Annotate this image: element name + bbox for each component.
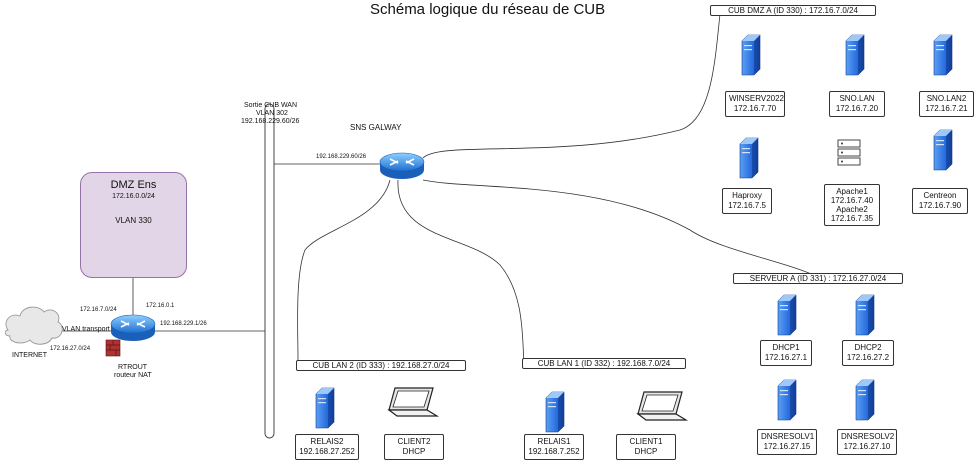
dmz-ens-vlan: VLAN 330 <box>115 216 152 225</box>
segment-cub-lan1: CUB LAN 1 (ID 332) : 192.168.7.0/24 <box>522 358 686 369</box>
host-label-relais2: RELAIS2 192.168.27.252 <box>295 434 359 460</box>
rtrout-ip-wan: 192.168.229.1/26 <box>160 321 207 327</box>
wan-bus <box>264 103 275 439</box>
link-sns-lan1 <box>397 179 525 363</box>
server-icon-dhcp1 <box>777 294 797 336</box>
host-label-client2: CLIENT2 DHCP <box>384 434 444 460</box>
sns-galway-ip: 192.168.229.60/26 <box>316 154 367 160</box>
rtrout-name: RTROUT <box>118 364 148 371</box>
server-icon-dnsresolv1 <box>777 379 797 421</box>
dmz-ens-name: DMZ Ens <box>110 179 157 191</box>
host-label-client1: CLIENT1 DHCP <box>616 434 676 460</box>
host-label-dhcp2: DHCP2 172.16.27.2 <box>842 340 894 366</box>
segment-cub-dmz-a: CUB DMZ A (ID 330) : 172.16.7.0/24 <box>710 5 876 16</box>
sns-galway-router-icon <box>379 152 425 180</box>
server-icon-relais1 <box>545 391 565 433</box>
internet-cloud-icon <box>4 306 63 345</box>
host-label-relais1: RELAIS1 192.168.7.252 <box>524 434 584 460</box>
wan-label-line1: Sortie CUB WAN <box>244 102 298 109</box>
rack-server-icon <box>837 139 861 166</box>
firewall-icon <box>105 339 121 357</box>
server-icon-dnsresolv2 <box>855 379 875 421</box>
host-label-sno-lan: SNO.LAN 172.16.7.20 <box>829 91 885 117</box>
host-label-winserv2022: WINSERV2022 172.16.7.70 <box>725 91 785 117</box>
segment-serveur-a: SERVEUR A (ID 331) : 172.16.27.0/24 <box>733 273 903 284</box>
server-icon-winserv2022 <box>741 34 761 76</box>
server-icon-relais2 <box>315 387 335 429</box>
dmz-ens-subnet: 172.16.0.0/24 <box>112 193 155 200</box>
host-label-haproxy: Haproxy 172.16.7.5 <box>722 188 772 214</box>
dmz-ens-zone: DMZ Ens 172.16.0.0/24 VLAN 330 <box>80 172 187 278</box>
internet-label: INTERNET <box>12 352 47 359</box>
host-label-apache: Apache1 172.16.7.40 Apache2 172.16.7.35 <box>824 184 880 226</box>
wan-label-line2: VLAN 302 <box>256 110 288 117</box>
laptop-icon-client1 <box>637 391 687 421</box>
vlan-transport-label: VLAN transport <box>62 326 110 333</box>
rtrout-ip-dmz-net: 172.16.7.0/24 <box>80 307 117 313</box>
server-icon-sno-lan <box>845 34 865 76</box>
server-icon-sno-lan2 <box>933 34 953 76</box>
link-sns-serveur-a <box>422 179 817 277</box>
wan-label-line3: 192.168.229.60/26 <box>241 118 300 125</box>
server-icon-haproxy <box>739 137 759 179</box>
sns-galway-name: SNS GALWAY <box>350 123 402 132</box>
laptop-icon-client2 <box>388 387 438 417</box>
rtrout-router-icon <box>110 314 156 342</box>
link-sns-dmz-a <box>422 13 721 159</box>
server-icon-centreon <box>933 129 953 171</box>
rtrout-ip-dmz: 172.16.0.1 <box>146 303 175 309</box>
rtrout-ip-internet: 172.16.27.0/24 <box>50 346 91 352</box>
segment-cub-lan2: CUB LAN 2 (ID 333) : 192.168.27.0/24 <box>296 360 466 371</box>
host-label-dhcp1: DHCP1 172.16.27.1 <box>760 340 812 366</box>
host-label-dnsresolv1: DNSRESOLV1 172.16.27.15 <box>757 429 817 455</box>
host-label-sno-lan2: SNO.LAN2 172.16.7.21 <box>919 91 974 117</box>
server-icon-dhcp2 <box>855 294 875 336</box>
host-label-dnsresolv2: DNSRESOLV2 172.16.27.10 <box>837 429 897 455</box>
link-sns-lan2 <box>297 179 391 361</box>
host-label-centreon: Centreon 172.16.7.90 <box>912 188 968 214</box>
rtrout-role: routeur NAT <box>114 372 152 379</box>
diagram-title: Schéma logique du réseau de CUB <box>370 1 606 18</box>
